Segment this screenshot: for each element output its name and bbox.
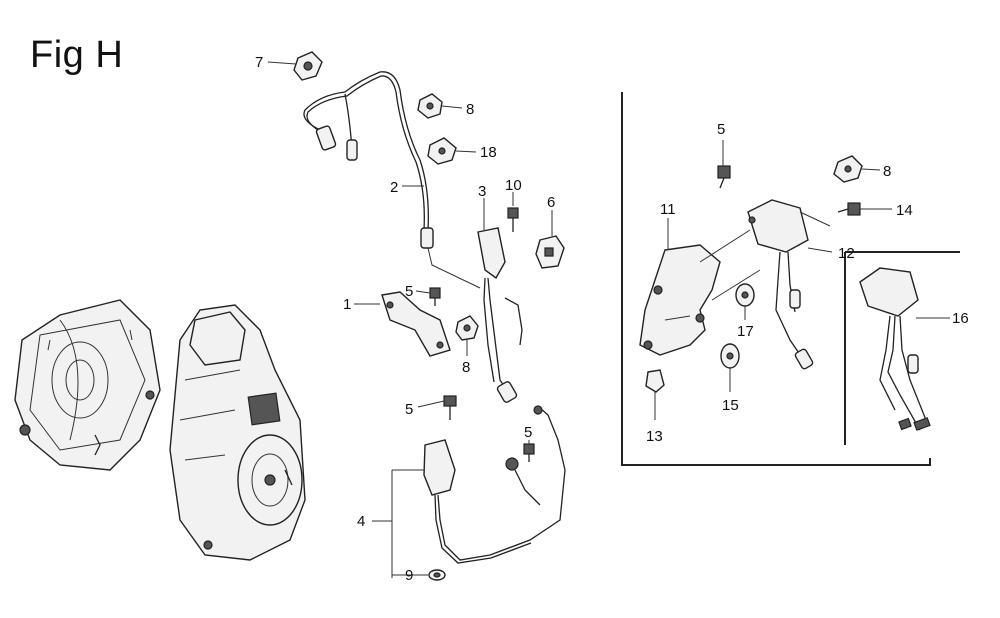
connector-3 (477, 227, 523, 403)
callout-12: 12 (838, 245, 855, 262)
callout-15: 15 (722, 397, 739, 414)
grommet-15 (720, 343, 740, 369)
clamp-8-inset (833, 155, 863, 183)
callout-18: 18 (480, 144, 497, 161)
callout-5-inset: 5 (717, 121, 725, 138)
callout-7: 7 (255, 54, 263, 71)
clamp-8-bracket (455, 315, 479, 341)
washer-13 (645, 369, 665, 393)
grommet-17 (735, 283, 755, 307)
callout-5-module: 5 (405, 401, 413, 418)
clamp-8-top (417, 93, 443, 119)
bolt-14 (837, 202, 861, 216)
callout-8-bracket: 8 (462, 359, 470, 376)
figure-title: Fig H (30, 34, 124, 76)
bracket-1 (381, 291, 451, 357)
callout-5-wire: 5 (524, 424, 532, 441)
washer-9 (428, 569, 446, 581)
module-12 (747, 199, 814, 370)
callout-10: 10 (505, 177, 522, 194)
callout-9: 9 (405, 567, 413, 584)
callout-6: 6 (547, 194, 555, 211)
bracket-11 (639, 244, 721, 356)
callout-13: 13 (646, 428, 663, 445)
bolt-5-module (443, 395, 457, 420)
clamp-7 (293, 51, 323, 81)
callout-16: 16 (952, 310, 969, 327)
callout-2: 2 (390, 179, 398, 196)
clamp-18 (427, 137, 457, 165)
engine-cover-left (14, 299, 161, 471)
callout-17: 17 (737, 323, 754, 340)
bolt-5-wire (523, 443, 535, 462)
callout-4: 4 (357, 513, 365, 530)
callout-8-top: 8 (466, 101, 474, 118)
callout-5-bracket: 5 (405, 283, 413, 300)
module-16 (859, 267, 931, 431)
callout-8-inset: 8 (883, 163, 891, 180)
bolt-5-inset (717, 165, 731, 189)
bolt-5-bracket (429, 287, 441, 306)
callout-3: 3 (478, 183, 486, 200)
plug-6 (535, 235, 565, 269)
callout-14: 14 (896, 202, 913, 219)
callout-11: 11 (660, 201, 676, 218)
callout-1: 1 (343, 296, 351, 313)
engine-block-right (169, 304, 306, 561)
module-4 (423, 405, 566, 564)
inset-frame (621, 92, 960, 466)
wire-harness-2 (303, 71, 434, 249)
bolt-10 (507, 207, 519, 232)
callouts: 7 8 18 2 3 10 6 1 5 (255, 54, 969, 584)
